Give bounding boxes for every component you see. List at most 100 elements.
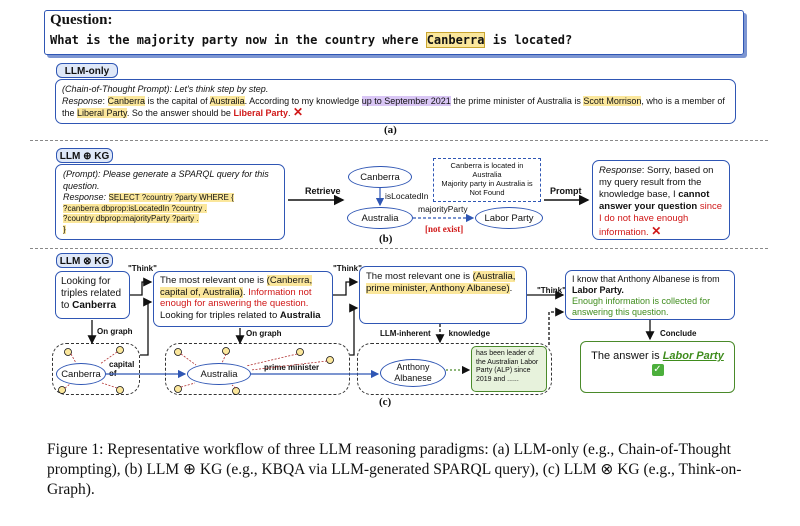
response-label: Response	[62, 95, 103, 106]
final-answer: Labor Party	[662, 350, 724, 362]
sparql-prompt: (Prompt): Please generate a SPARQL query…	[63, 169, 269, 191]
tag-right: KG	[94, 151, 110, 162]
edge-majority-party: majorityParty	[418, 204, 468, 214]
wrong-answer: Liberal Party	[233, 108, 288, 118]
figure-caption: Figure 1: Representative workflow of thr…	[47, 441, 742, 498]
arrow-think-1	[130, 277, 153, 296]
labor-party-fact: Labor Party.	[572, 285, 624, 295]
on-graph-label-1: On graph	[97, 327, 133, 336]
tag-llm-plus-kg: LLM ⊕ KG	[56, 148, 113, 163]
entity-canberra: Canberra	[72, 300, 117, 311]
txt: . According to my knowledge	[244, 95, 362, 106]
question-label: Question:	[50, 12, 113, 28]
node-anthony-albanese: Anthony Albanese	[380, 359, 446, 387]
satellite-nodes	[58, 346, 334, 395]
sparql-line-2: ?canberra dbprop:isLocatedIn ?country .	[63, 203, 207, 213]
question-pre: What is the majority party now in the co…	[50, 33, 426, 47]
sparql-box: (Prompt): Please generate a SPARQL query…	[55, 164, 285, 240]
answer-box: The answer is Labor Party ✓	[580, 341, 735, 393]
question-entity: Canberra	[425, 32, 486, 48]
hl-knowledge-cutoff: up to September 2021	[361, 95, 451, 106]
edge-prime-minister: prime minister	[264, 363, 320, 372]
think-label-2: "Think"	[333, 264, 362, 273]
tag-llm-only: LLM-only	[56, 63, 118, 78]
node-canberra-c: Canberra	[56, 363, 106, 385]
reasoning-text-2: The most relevant one is (Australia, pri…	[366, 271, 520, 295]
separator-a	[30, 140, 768, 141]
kg-response-text: Response: Sorry, based on my query resul…	[599, 165, 723, 239]
enough-info: Enough information is collected for answ…	[572, 296, 711, 317]
prompt-label: Prompt	[550, 186, 582, 196]
kg-response-box: Response: Sorry, based on my query resul…	[592, 160, 730, 240]
satellite-edges	[64, 351, 328, 389]
txt: The most relevant one is	[366, 271, 473, 282]
knowledge-text: I know that Anthony Albanese is from Lab…	[572, 274, 728, 318]
node-australia: Australia	[347, 207, 413, 229]
sparql-line-3: ?country dbprop:majorityParty ?party .	[63, 214, 199, 223]
hl-scott-morrison: Scott Morrison	[583, 95, 642, 106]
graph-region-3	[357, 343, 552, 395]
txt: .	[509, 283, 513, 294]
kg-result-box: Canberra is located in Australia Majorit…	[433, 158, 541, 202]
reasoning-text-1: The most relevant one is (Canberra, capi…	[160, 275, 326, 321]
conclude-label: Conclude	[660, 329, 697, 338]
txt: knowledge	[448, 329, 491, 338]
kg-result-line-1: Canberra is located in Australia	[450, 161, 524, 179]
txt: LLM-inherent	[380, 329, 431, 338]
txt: since	[697, 201, 723, 212]
caption-b: (b)	[379, 233, 393, 245]
caption-a: (a)	[384, 124, 397, 136]
think-label-3: "Think"	[537, 286, 566, 295]
txt: Looking for triples related to	[160, 309, 280, 321]
txt: Looking for triples related to	[61, 276, 122, 311]
txt: is the capital of	[145, 95, 210, 106]
cross-mark-icon: ✕	[293, 105, 304, 119]
check-mark-icon: ✓	[651, 364, 664, 376]
kg-result-line-2: Majority party in Australia is Not Found	[441, 179, 533, 197]
question-post: is located?	[485, 33, 573, 47]
info-not-enough: Information not enough for answering the…	[160, 286, 312, 310]
txt: : Sorry, based on my query result from t…	[599, 165, 714, 200]
node-labor-party: Labor Party	[475, 207, 543, 229]
txt: . So the answer should be	[126, 108, 234, 118]
txt: the prime minister of Australia is	[450, 95, 584, 106]
cot-prompt: (Chain-of-Thought Prompt): Let's think s…	[62, 84, 269, 94]
sparql-response: Response: SELECT ?country ?party WHERE {…	[63, 192, 277, 235]
reasoning-box-2: The most relevant one is (Australia, pri…	[359, 266, 527, 324]
not-exist-label: [not exist]	[425, 224, 464, 234]
node-australia-c: Australia	[187, 363, 251, 385]
arrow-leader-up	[548, 307, 565, 345]
cot-response-box: (Chain-of-Thought Prompt): Let's think s…	[55, 79, 736, 124]
tag-llm-times-kg: LLM ⊗ KG	[56, 253, 113, 268]
tag-left: LLM	[59, 256, 81, 267]
hl-liberal-party: Liberal Party	[77, 108, 127, 118]
retrieve-label: Retrieve	[305, 186, 341, 196]
otimes-icon: ⊗	[83, 256, 92, 267]
looking-canberra-box: Looking for triples related to Canberra	[55, 271, 130, 319]
sparql-line-4: }	[63, 224, 66, 234]
on-graph-label-2: On graph	[246, 329, 282, 338]
question-text: What is the majority party now in the co…	[50, 32, 573, 48]
txt: .	[242, 286, 249, 298]
llm-inherent-label: LLM-inherent knowledge	[380, 329, 490, 338]
hl-canberra: Canberra	[107, 95, 146, 106]
leader-fact-box: has been leader of the Australian Labor …	[471, 346, 547, 392]
entity-australia: Australia	[279, 309, 321, 321]
oplus-icon: ⊕	[83, 151, 92, 162]
question-box	[44, 10, 744, 55]
not-enough-info: I do not have enough information.	[599, 213, 689, 238]
separator-b	[30, 248, 768, 249]
txt: .	[287, 108, 291, 118]
sparql-line-1: SELECT ?country ?party WHERE {	[108, 193, 234, 202]
node-canberra: Canberra	[348, 166, 412, 188]
graph-region-2	[165, 343, 350, 395]
response-label: Response:	[63, 192, 109, 202]
looking-canberra-text: Looking for triples related to Canberra	[61, 276, 124, 312]
think-label-1: "Think"	[128, 264, 157, 273]
txt: I know that Anthony Albanese is from	[572, 274, 720, 284]
answer-prefix: The answer is	[591, 350, 663, 362]
tag-right: KG	[94, 256, 110, 267]
cot-response: Response: Canberra is the capital of Aus…	[62, 95, 725, 119]
edge-is-located-in: isLocatedIn	[385, 191, 429, 201]
